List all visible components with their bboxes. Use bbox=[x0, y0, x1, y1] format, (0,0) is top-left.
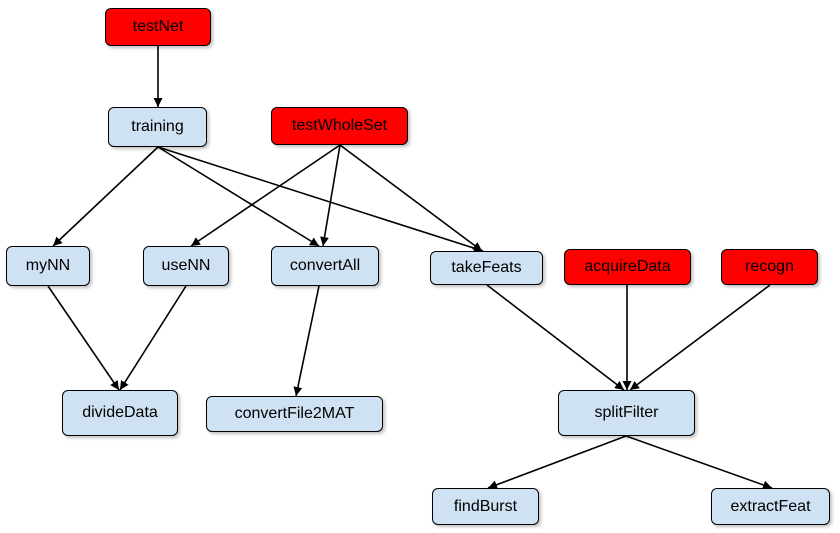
node-label: myNN bbox=[25, 257, 71, 274]
node-label: splitFilter bbox=[594, 404, 659, 421]
edge-testWholeSet-to-takeFeats bbox=[339, 144, 483, 252]
node-label: useNN bbox=[161, 257, 211, 274]
edge-takeFeats-to-splitFilter bbox=[486, 284, 625, 391]
edge-testWholeSet-to-useNN bbox=[190, 144, 341, 247]
node-label: convertFile2MAT bbox=[234, 405, 355, 422]
edge-training-to-takeFeats bbox=[157, 146, 484, 253]
node-label: findBurst bbox=[453, 497, 518, 515]
node-findBurst[interactable]: findBurst bbox=[432, 488, 539, 525]
edge-splitFilter-to-findBurst bbox=[487, 435, 627, 490]
node-useNN[interactable]: useNN bbox=[143, 246, 229, 286]
node-splitFilter[interactable]: splitFilter bbox=[558, 390, 695, 436]
node-label: testWholeSet bbox=[291, 117, 388, 134]
node-label: testNet bbox=[132, 18, 184, 35]
node-convertAll[interactable]: convertAll bbox=[271, 246, 379, 286]
node-testNet[interactable]: testNet bbox=[105, 8, 211, 46]
node-myNN[interactable]: myNN bbox=[6, 246, 90, 286]
node-testWholeSet[interactable]: testWholeSet bbox=[271, 107, 408, 145]
node-divideData[interactable]: divideData bbox=[62, 390, 178, 436]
node-label: recogn bbox=[745, 258, 794, 275]
node-label: divideData bbox=[82, 404, 158, 421]
edge-useNN-to-divideData bbox=[119, 285, 187, 391]
node-takeFeats[interactable]: takeFeats bbox=[430, 251, 543, 285]
edge-training-to-convertAll bbox=[157, 146, 320, 247]
edge-testWholeSet-to-convertAll bbox=[320, 144, 341, 247]
node-label: extractFeat bbox=[730, 497, 811, 515]
node-label: convertAll bbox=[289, 257, 361, 274]
edge-myNN-to-divideData bbox=[47, 285, 120, 391]
node-acquireData[interactable]: acquireData bbox=[564, 249, 691, 285]
edge-training-to-myNN bbox=[52, 146, 159, 247]
node-training[interactable]: training bbox=[108, 107, 207, 147]
edge-splitFilter-to-extractFeat bbox=[625, 435, 773, 490]
edge-recogn-to-splitFilter bbox=[629, 284, 771, 391]
node-label: training bbox=[131, 118, 184, 135]
node-extractFeat[interactable]: extractFeat bbox=[711, 488, 830, 525]
node-recogn[interactable]: recogn bbox=[721, 249, 818, 285]
edge-convertAll-to-convertFile2MAT bbox=[293, 285, 320, 397]
node-label: takeFeats bbox=[451, 259, 522, 276]
node-convertFile2MAT[interactable]: convertFile2MAT bbox=[206, 396, 383, 432]
node-label: acquireData bbox=[584, 258, 671, 275]
